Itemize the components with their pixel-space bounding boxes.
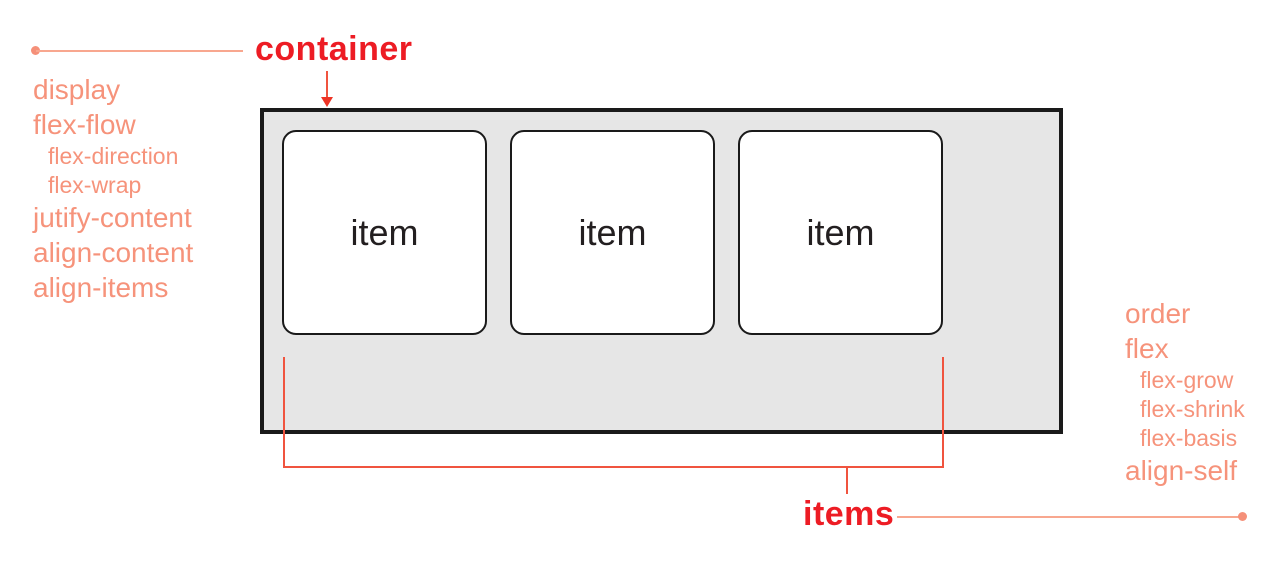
flex-item-label: item — [578, 211, 647, 253]
property-align-content: align-content — [33, 237, 194, 268]
property-align-items: align-items — [33, 272, 169, 303]
property-flex-grow: flex-grow — [1140, 367, 1234, 393]
flex-item-box: item — [510, 130, 715, 335]
property-flex: flex — [1125, 333, 1169, 364]
property-flex-basis: flex-basis — [1140, 425, 1238, 451]
property-order: order — [1125, 298, 1191, 329]
flex-container-box: item item item — [260, 108, 1063, 434]
leader-line-items — [897, 516, 1239, 518]
items-bracket-bottom — [283, 466, 944, 468]
property-flex-direction: flex-direction — [48, 143, 179, 169]
container-properties-list: display flex-flow flex-direction flex-wr… — [33, 72, 193, 305]
items-bracket-left — [283, 357, 285, 468]
property-flex-flow: flex-flow — [33, 109, 136, 140]
item-properties-list: order flex flex-grow flex-shrink flex-ba… — [1125, 296, 1245, 488]
items-bracket-stem — [846, 466, 848, 494]
property-flex-wrap: flex-wrap — [48, 172, 142, 198]
property-flex-shrink: flex-shrink — [1140, 396, 1245, 422]
flex-item-box: item — [282, 130, 487, 335]
arrow-down-head-icon — [321, 97, 333, 107]
items-label: items — [803, 495, 895, 533]
flex-item-label: item — [806, 211, 875, 253]
property-justify-content: jutify-content — [33, 202, 192, 233]
flex-item-box: item — [738, 130, 943, 335]
leader-dot-left — [31, 46, 40, 55]
leader-dot-right — [1238, 512, 1247, 521]
arrow-down-icon — [326, 71, 328, 99]
flex-item-label: item — [350, 211, 419, 253]
container-label: container — [255, 30, 413, 68]
leader-line-container — [36, 50, 243, 52]
property-display: display — [33, 74, 121, 105]
items-bracket-right — [942, 357, 944, 468]
property-align-self: align-self — [1125, 455, 1238, 486]
